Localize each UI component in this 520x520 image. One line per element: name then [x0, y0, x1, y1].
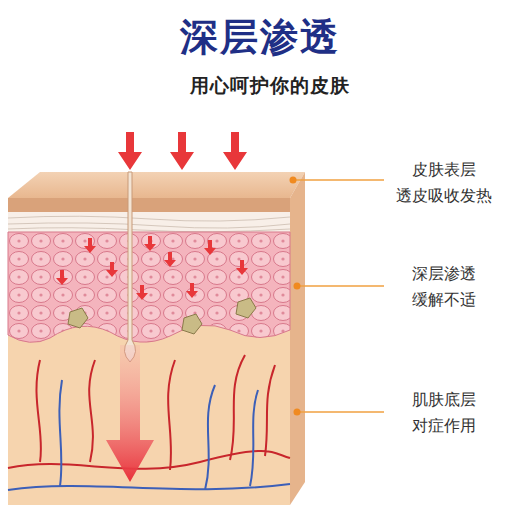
heat-arrow	[223, 132, 247, 170]
illustration-part	[84, 238, 96, 253]
layer-label: 皮肤表层 透皮吸收发热	[388, 157, 500, 208]
dermis-layer	[8, 198, 290, 505]
illustration-part	[136, 285, 148, 300]
epidermis-band	[8, 198, 290, 212]
leader-dots	[290, 177, 301, 416]
stratum-layer	[8, 212, 290, 232]
hair-follicle	[124, 172, 135, 362]
page-title: 深层渗透	[0, 12, 520, 63]
illustration-part	[290, 177, 297, 184]
skin-side-face	[290, 172, 305, 505]
illustration-part	[186, 283, 198, 298]
deep-arrow	[106, 345, 154, 482]
illustration-part	[144, 236, 156, 251]
layer-label: 肌肤底层 对症作用	[388, 387, 500, 438]
blood-vessel-blue	[8, 380, 290, 490]
illustration-part	[106, 262, 118, 277]
illustration-part	[236, 260, 248, 275]
cell-layer	[8, 232, 290, 342]
stratum-lines	[8, 216, 290, 232]
layer-label: 深层渗透 缓解不适	[388, 261, 500, 312]
melanocyte	[68, 308, 88, 328]
small-arrows	[56, 236, 248, 300]
illustration-part	[294, 283, 301, 290]
illustration-part	[294, 409, 301, 416]
illustration-part	[204, 240, 216, 255]
melanocyte	[182, 314, 202, 334]
heat-arrow	[170, 132, 194, 170]
subtitle: 用心呵护你的皮肤	[0, 73, 520, 99]
illustration-part	[164, 252, 176, 267]
blood-vessel-red	[8, 355, 290, 470]
illustration-part	[297, 285, 384, 286]
illustration-part	[293, 179, 384, 180]
skin-top-face	[8, 172, 305, 198]
melanocyte	[236, 298, 256, 318]
illustration-part	[56, 270, 68, 285]
heat-arrow	[118, 132, 142, 170]
illustration-part	[297, 411, 384, 412]
leader-lines	[293, 180, 384, 412]
